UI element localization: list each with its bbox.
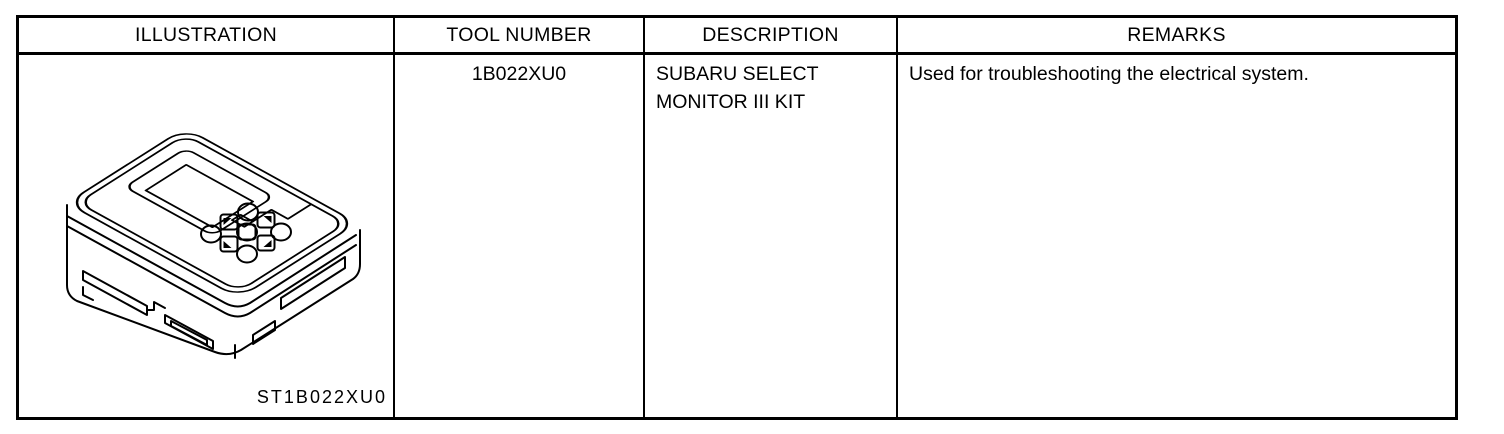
keypad-center-square bbox=[237, 223, 257, 241]
arrow-glyph-ll bbox=[223, 241, 232, 248]
header-illustration: ILLUSTRATION bbox=[19, 18, 395, 55]
keypad-up-button bbox=[237, 202, 259, 222]
arrow-glyph-ur bbox=[263, 216, 272, 223]
description-line-2: MONITOR III KIT bbox=[656, 91, 806, 113]
base-label-band bbox=[280, 256, 346, 310]
device-keypad bbox=[200, 202, 292, 264]
header-description: DESCRIPTION bbox=[645, 18, 898, 55]
select-monitor-device-illustration bbox=[66, 133, 361, 359]
keypad-down-button bbox=[236, 244, 258, 264]
tool-number-cell: 1B022XU0 bbox=[395, 55, 645, 417]
remarks-cell: Used for troubleshooting the electrical … bbox=[909, 63, 1309, 85]
keypad-center-button bbox=[236, 222, 258, 242]
header-remarks: REMARKS bbox=[898, 18, 1455, 55]
keypad-arrow-lr bbox=[256, 234, 276, 252]
base-tab-right bbox=[252, 320, 276, 345]
base-slot-center bbox=[164, 314, 214, 350]
keypad-arrow-ul bbox=[219, 213, 239, 231]
illustration-cell: ST1B022XU0 bbox=[19, 55, 395, 417]
base-slot-center-inner bbox=[170, 320, 208, 346]
arrow-glyph-ul bbox=[223, 218, 232, 225]
base-slot-left bbox=[82, 270, 148, 316]
illustration-caption: ST1B022XU0 bbox=[256, 387, 387, 407]
base-hook-left bbox=[82, 286, 94, 301]
keypad-right-button bbox=[270, 222, 292, 242]
device-top-face bbox=[75, 133, 349, 293]
keypad-arrow-ll bbox=[219, 235, 239, 253]
description-cell: SUBARU SELECT MONITOR III KIT bbox=[645, 55, 898, 417]
special-tools-table: ILLUSTRATION TOOL NUMBER DESCRIPTION REM… bbox=[16, 15, 1458, 420]
keypad-arrow-ur bbox=[256, 211, 276, 229]
base-notch bbox=[146, 301, 166, 311]
description-line-1: SUBARU SELECT bbox=[656, 63, 819, 85]
keypad-left-button bbox=[200, 224, 222, 244]
device-base bbox=[66, 204, 361, 359]
arrow-glyph-lr bbox=[263, 240, 272, 247]
header-tool-number: TOOL NUMBER bbox=[395, 18, 645, 55]
